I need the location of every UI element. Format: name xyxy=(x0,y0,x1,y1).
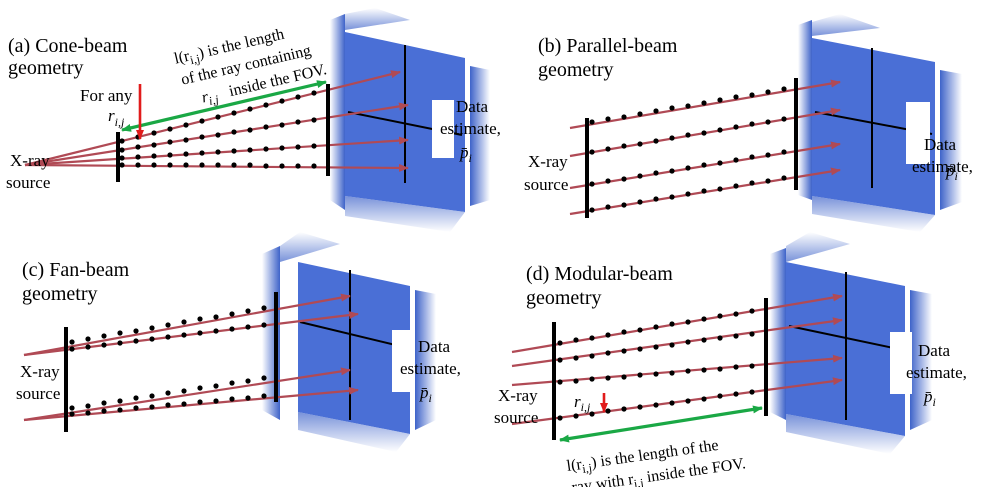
svg-text:estimate,: estimate, xyxy=(906,363,967,382)
modular-note-line1-prefix: l(r xyxy=(566,456,584,475)
svg-text:ri,j: ri,j xyxy=(200,86,221,109)
modular-note-sub-1: i,j xyxy=(581,461,593,476)
cone-note-r: r xyxy=(200,88,211,106)
data-label-b-line2: estimate, xyxy=(912,157,973,176)
cone-note-line1-prefix: l(r xyxy=(173,48,192,68)
modular-note-sub-2: i,j xyxy=(633,476,645,487)
detector-panel-c xyxy=(262,232,436,452)
data-label-b-line1: Data xyxy=(924,135,957,154)
data-label-a-line2: estimate, xyxy=(440,119,501,138)
source-label-c-line1: X-ray xyxy=(20,362,60,381)
panel-cone-beam: (a) Cone-beam geometry X-ray source For … xyxy=(6,8,501,232)
r-sub-a: i,j xyxy=(115,115,125,129)
r-symbol-d: r xyxy=(574,392,581,411)
title-panel-a-line1: (a) Cone-beam xyxy=(8,35,128,57)
sample-dots-panel-c xyxy=(69,305,267,417)
svg-text:X-ray: X-ray xyxy=(528,152,568,171)
svg-text:ri,j: ri,j xyxy=(574,392,591,414)
length-arrow-d xyxy=(559,405,763,443)
svg-text:geometry: geometry xyxy=(8,57,84,79)
svg-text:For any: For any xyxy=(80,86,133,105)
r-sub-d: i,j xyxy=(581,400,591,414)
p-bar-symbol-a: p̄ xyxy=(459,143,469,162)
svg-text:source: source xyxy=(494,408,538,427)
source-label-b-line2: source xyxy=(524,175,568,194)
data-label-d-line2: estimate, xyxy=(906,363,967,382)
svg-text:X-ray: X-ray xyxy=(10,151,50,170)
detector-panel-b xyxy=(798,14,962,232)
svg-text:p̄i: p̄i xyxy=(419,383,432,405)
svg-text:geometry: geometry xyxy=(22,283,98,305)
panel-parallel-beam: (b) Parallel-beam geometry X-ray source … xyxy=(524,14,973,232)
svg-text:source: source xyxy=(524,175,568,194)
svg-text:estimate,: estimate, xyxy=(912,157,973,176)
svg-text:estimate,: estimate, xyxy=(440,119,501,138)
title-panel-d-line2: geometry xyxy=(526,287,602,309)
source-label-c-line2: source xyxy=(16,384,60,403)
for-any-label: For any xyxy=(80,86,133,105)
detector-panel-d xyxy=(770,232,932,454)
source-label-a-line1: X-ray xyxy=(10,151,50,170)
svg-text:Data: Data xyxy=(456,97,489,116)
svg-text:geometry: geometry xyxy=(526,287,602,309)
cone-note-sub-1: i,j xyxy=(189,51,202,67)
title-panel-a-line2: geometry xyxy=(8,57,84,79)
title-panel-b-line1: (b) Parallel-beam xyxy=(538,35,678,57)
sample-dots-panel-b xyxy=(589,86,787,213)
source-label-d-line1: X-ray xyxy=(498,386,538,405)
svg-text:X-ray: X-ray xyxy=(20,362,60,381)
p-bar-symbol-c: p̄ xyxy=(419,383,429,402)
svg-text:p̄i: p̄i xyxy=(923,387,936,409)
p-sub-a: i xyxy=(469,151,472,165)
svg-text:p̄i: p̄i xyxy=(945,161,958,183)
title-panel-c-line2: geometry xyxy=(22,283,98,305)
title-panel-c-line1: (c) Fan-beam xyxy=(22,259,130,281)
svg-text:source: source xyxy=(6,173,50,192)
p-bar-symbol-d: p̄ xyxy=(923,387,933,406)
svg-text:source: source xyxy=(16,384,60,403)
p-sub-c: i xyxy=(429,391,432,405)
data-label-c-line2: estimate, xyxy=(400,359,461,378)
svg-text:p̄i: p̄i xyxy=(459,143,472,165)
title-panel-b-line2: geometry xyxy=(538,59,614,81)
svg-text:Data: Data xyxy=(418,337,451,356)
svg-text:geometry: geometry xyxy=(538,59,614,81)
svg-text:X-ray: X-ray xyxy=(498,386,538,405)
rays-panel-c xyxy=(23,293,359,422)
panel-fan-beam: (c) Fan-beam geometry X-ray source Data … xyxy=(16,232,461,452)
svg-text:Data: Data xyxy=(918,341,951,360)
data-label-a-line1: Data xyxy=(456,97,489,116)
data-label-c-line1: Data xyxy=(418,337,451,356)
title-panel-d-line1: (d) Modular-beam xyxy=(526,263,673,285)
source-label-b-line1: X-ray xyxy=(528,152,568,171)
length-arrow-a xyxy=(121,80,327,132)
p-sub-b: i xyxy=(955,169,958,183)
modular-note-line2-prefix: ray with r xyxy=(571,471,636,487)
p-bar-symbol-b: p̄ xyxy=(945,161,955,180)
r-symbol-a: r xyxy=(108,106,115,125)
svg-text:(a) Cone-beam: (a) Cone-beam xyxy=(8,35,128,57)
cone-note-sub-2: i,j xyxy=(207,92,220,108)
svg-text:ri,j: ri,j xyxy=(108,106,125,129)
p-sub-d: i xyxy=(933,395,936,409)
svg-text:Data: Data xyxy=(924,135,957,154)
rays-panel-d xyxy=(511,293,843,426)
source-label-a-line2: source xyxy=(6,173,50,192)
source-label-d-line2: source xyxy=(494,408,538,427)
panel-modular-beam: (d) Modular-beam geometry X-ray source r… xyxy=(494,232,967,487)
svg-text:(c) Fan-beam: (c) Fan-beam xyxy=(22,259,130,281)
data-label-d-line1: Data xyxy=(918,341,951,360)
svg-text:(b) Parallel-beam: (b) Parallel-beam xyxy=(538,35,678,57)
svg-text:(d) Modular-beam: (d) Modular-beam xyxy=(526,263,673,285)
modular-note: l(ri,j) is the length of the ray with ri… xyxy=(566,437,747,487)
svg-text:estimate,: estimate, xyxy=(400,359,461,378)
